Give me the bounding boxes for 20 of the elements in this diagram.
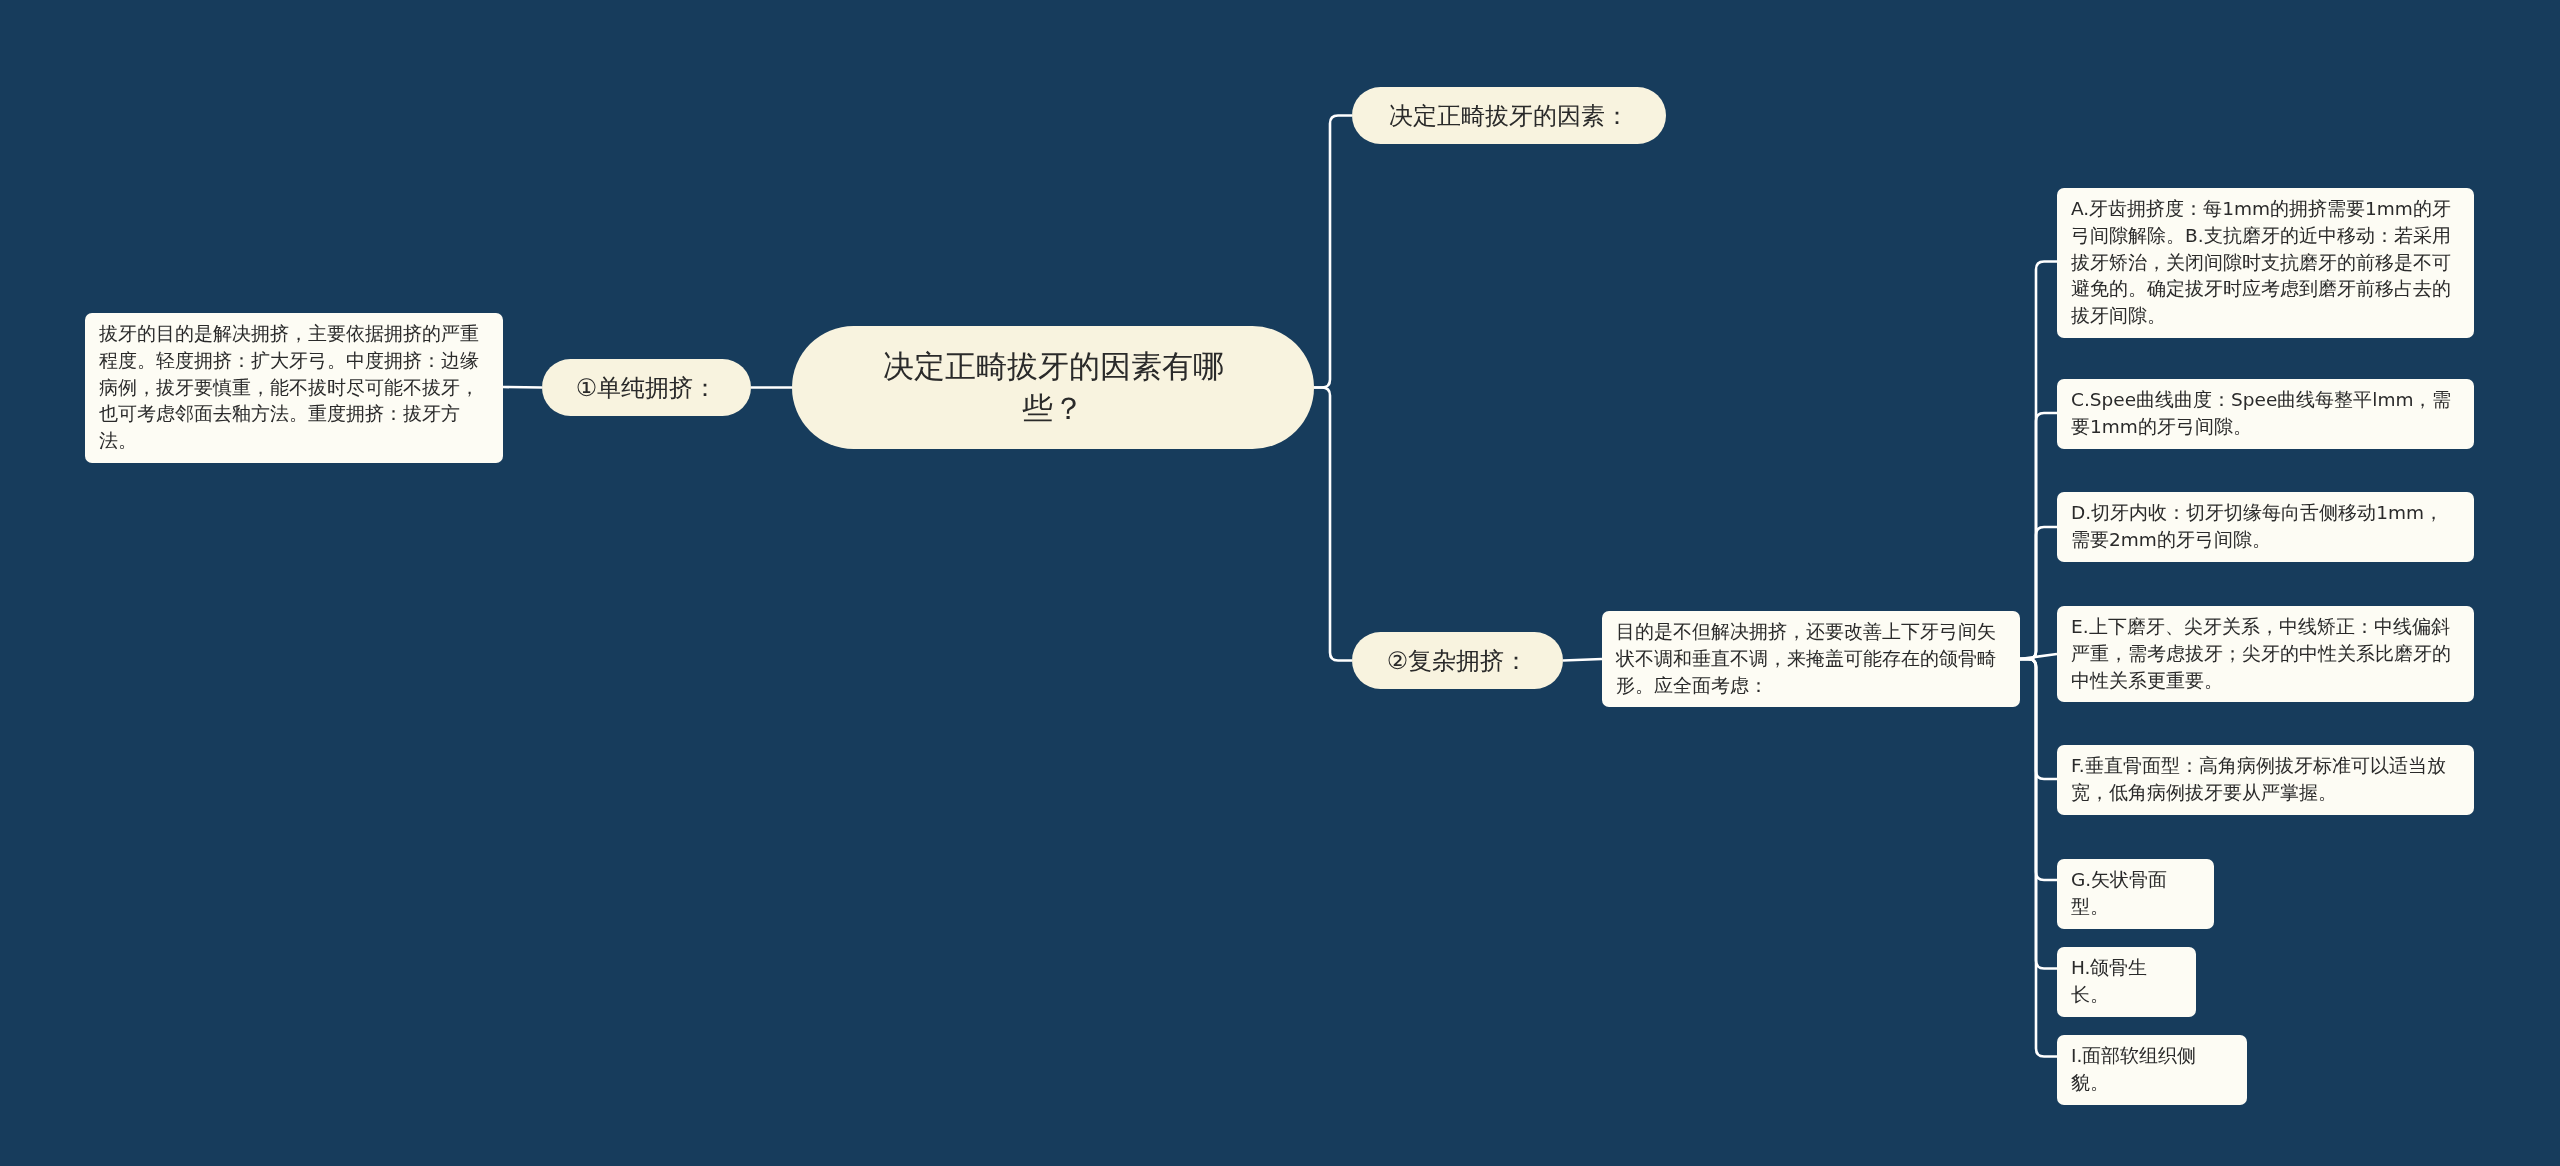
text-card: 拔牙的目的是解决拥挤，主要依据拥挤的严重程度。轻度拥挤：扩大牙弓。中度拥挤：边缘病例，拔牙要慎重，能不拔时尽可能不拔牙，也可考虑邻面去釉方法。重度拥挤：拔牙方法。 <box>85 313 503 464</box>
connector-line <box>751 386 792 389</box>
text-card: F.垂直骨面型：高角病例拔牙标准可以适当放宽，低角病例拔牙要从严掌握。 <box>2057 745 2474 815</box>
connector-line <box>2019 652 2058 661</box>
central-topic: 决定正畸拔牙的因素有哪些？ <box>792 326 1314 449</box>
connector-line <box>1562 657 1603 662</box>
text-card: E.上下磨牙、尖牙关系，中线矫正：中线偏斜严重，需考虑拔牙；尖牙的中性关系比磨牙的中性关系更重要。 <box>2057 606 2474 703</box>
topic-pill: ①单纯拥挤： <box>542 359 751 416</box>
connector-line <box>503 385 542 389</box>
text-card: A.牙齿拥挤度：每1mm的拥挤需要1mm的牙弓间隙解除。B.支抗磨牙的近中移动：若采用拔牙矫治，关闭间隙时支抗磨牙的前移是不可避免的。确定拔牙时应考虑到磨牙前移占去的拔牙间隙。 <box>2057 188 2474 339</box>
text-card: G.矢状骨面型。 <box>2057 859 2214 929</box>
text-card: C.Spee曲线曲度：Spee曲线每整平lmm，需要1mm的牙弓间隙。 <box>2057 379 2474 449</box>
text-card: H.颌骨生长。 <box>2057 947 2196 1017</box>
connector-line <box>1314 386 1352 662</box>
text-card: I.面部软组织侧貌。 <box>2057 1035 2247 1105</box>
connector-line <box>2020 657 2057 1058</box>
text-card: 目的是不但解决拥挤，还要改善上下牙弓间矢状不调和垂直不调，来掩盖可能存在的颌骨畸形。应全面考虑： <box>1602 611 2020 708</box>
topic-pill: ②复杂拥挤： <box>1352 632 1563 689</box>
topic-pill: 决定正畸拔牙的因素： <box>1352 87 1666 144</box>
text-card: D.切牙内收：切牙切缘每向舌侧移动1mm，需要2mm的牙弓间隙。 <box>2057 492 2474 562</box>
